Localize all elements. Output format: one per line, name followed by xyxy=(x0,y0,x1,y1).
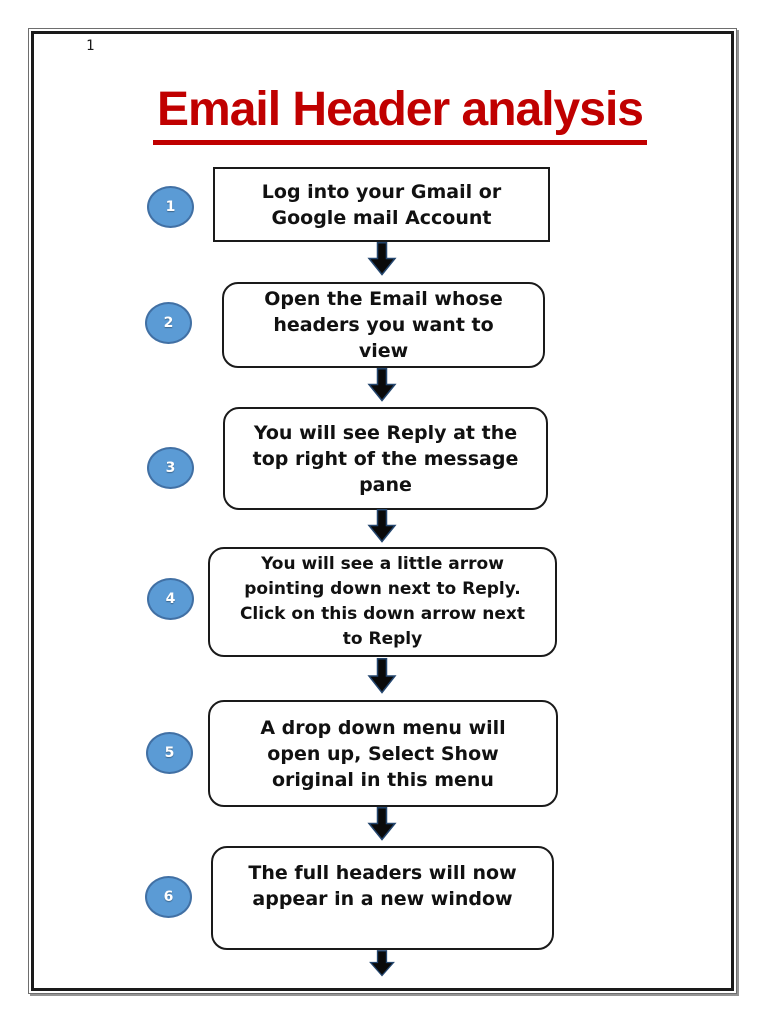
down-arrow-connector-icon xyxy=(367,509,397,543)
step-number-label: 3 xyxy=(165,460,176,476)
step-text: You will see a little arrow pointing dow… xyxy=(239,554,526,649)
page-number: 1 xyxy=(86,38,95,54)
step-number-label: 2 xyxy=(163,315,174,331)
step-number-label: 6 xyxy=(163,889,174,905)
down-arrow-connector-icon xyxy=(367,658,397,694)
flowchart-step-box: You will see a little arrow pointing dow… xyxy=(208,547,557,657)
step-number-badge: 1 xyxy=(147,186,194,228)
step-text: You will see Reply at the top right of t… xyxy=(252,421,519,496)
down-arrow-connector-icon xyxy=(367,368,397,402)
flowchart-step-box: A drop down menu will open up, Select Sh… xyxy=(208,700,558,807)
down-arrow-connector-icon xyxy=(367,807,397,841)
down-arrow-connector-icon xyxy=(367,242,397,276)
step-number-badge: 4 xyxy=(147,578,194,620)
flowchart-step-box: Log into your Gmail or Google mail Accou… xyxy=(213,167,550,242)
title-container: Email Header analysis xyxy=(60,83,740,145)
flowchart-step-box: You will see Reply at the top right of t… xyxy=(223,407,548,510)
step-number-label: 4 xyxy=(165,591,176,607)
step-number-label: 5 xyxy=(164,745,175,761)
flowchart-step-box: The full headers will now appear in a ne… xyxy=(211,846,554,950)
flowchart-step-box: Open the Email whose headers you want to… xyxy=(222,282,545,368)
step-text: A drop down menu will open up, Select Sh… xyxy=(260,716,506,791)
step-number-badge: 3 xyxy=(147,447,194,489)
step-number-label: 1 xyxy=(165,199,176,215)
step-number-badge: 5 xyxy=(146,732,193,774)
step-text: The full headers will now appear in a ne… xyxy=(248,862,517,910)
page-title: Email Header analysis xyxy=(153,83,647,145)
down-arrow-connector-icon xyxy=(369,950,395,977)
step-text: Log into your Gmail or Google mail Accou… xyxy=(261,180,502,229)
step-number-badge: 6 xyxy=(145,876,192,918)
step-text: Open the Email whose headers you want to… xyxy=(264,288,503,362)
step-number-badge: 2 xyxy=(145,302,192,344)
page-border-inner xyxy=(31,31,734,991)
